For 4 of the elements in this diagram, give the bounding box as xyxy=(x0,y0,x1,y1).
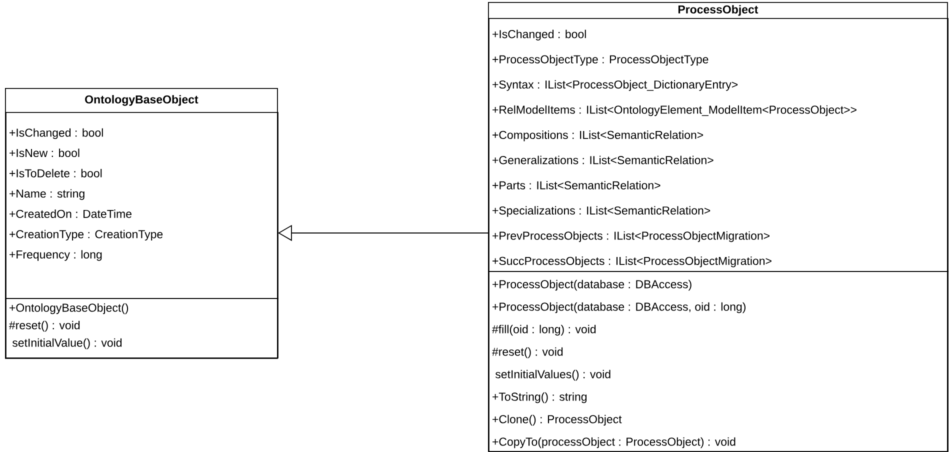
attribute-list: +IsChanged : bool +IsNew : bool +IsToDelete : bool +Name : string +CreatedOn : DateTime +CreationType : CreationType +Frequency : long xyxy=(6,112,278,299)
attribute-list: +IsChanged : bool +ProcessObjectType : ProcessObjectType +Syntax : IList<ProcessObject_DictionaryEntry> +RelModelItems : IList<OntologyElement_ModelItem<ProcessObject>> +Compositions : IList<SemanticRelation> +Generalizations : IList<SemanticRelation> +Parts : IList<SemanticRelation> +Specializations : IList<SemanticRelation> +PrevProcessObjects : IList<ProcessObjectMigration> +SuccProcessObjects : IList<ProcessObjectMigration> xyxy=(488,18,948,272)
method-list: +ProcessObject(database : DBAccess) +ProcessObject(database : DBAccess, oid : long) #fill(oid : long) : void #reset() : void setInitialValues() : void +ToString() : string +Clone() : ProcessObject +CopyTo(processObject : ProcessObject) : void xyxy=(488,271,948,452)
method-list: +OntologyBaseObject() #reset() : void setInitialValue() : void xyxy=(6,298,278,358)
